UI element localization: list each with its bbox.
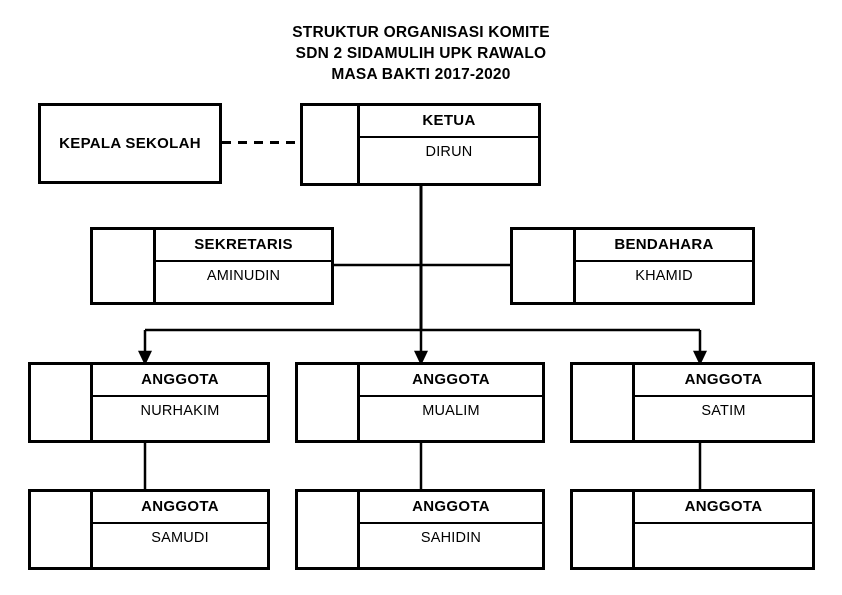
node-anggota-1-text-panel: ANGGOTA NURHAKIM: [93, 365, 267, 440]
title-line-2: SDN 2 SIDAMULIH UPK RAWALO: [295, 45, 547, 62]
title-line-1: STRUKTUR ORGANISASI KOMITE: [292, 24, 550, 41]
node-ketua[interactable]: KETUA DIRUN: [300, 103, 541, 186]
page-title: STRUKTUR ORGANISASI KOMITE SDN 2 SIDAMUL…: [0, 22, 842, 85]
node-sekretaris-name: AMINUDIN: [206, 268, 281, 284]
node-anggota-1-role: ANGGOTA: [93, 365, 267, 397]
node-ketua-role: KETUA: [360, 106, 538, 138]
node-anggota-6-text-panel: ANGGOTA: [635, 492, 812, 567]
node-anggota-4-name: SAMUDI: [151, 530, 209, 546]
node-anggota-5-text-panel: ANGGOTA SAHIDIN: [360, 492, 542, 567]
title-line-3: MASA BAKTI 2017-2020: [331, 66, 511, 83]
node-bendahara-photo-panel: [513, 230, 576, 302]
node-anggota-3-name: SATIM: [701, 403, 746, 419]
node-anggota-2-text-panel: ANGGOTA MUALIM: [360, 365, 542, 440]
node-anggota-3-photo-panel: [573, 365, 635, 440]
node-anggota-2-photo-panel: [298, 365, 360, 440]
node-anggota-1-name: NURHAKIM: [140, 403, 220, 419]
node-ketua-text-panel: KETUA DIRUN: [360, 106, 538, 183]
node-anggota-4-photo-panel: [31, 492, 93, 567]
node-anggota-2-role: ANGGOTA: [360, 365, 542, 397]
node-ketua-photo-panel: [303, 106, 360, 183]
node-anggota-6-role: ANGGOTA: [635, 492, 812, 524]
node-anggota-6[interactable]: ANGGOTA: [570, 489, 815, 570]
node-anggota-2-name: MUALIM: [422, 403, 480, 419]
node-anggota-3-text-panel: ANGGOTA SATIM: [635, 365, 812, 440]
node-ketua-name: DIRUN: [425, 144, 473, 160]
node-anggota-5-name: SAHIDIN: [420, 530, 482, 546]
node-sekretaris-text-panel: SEKRETARIS AMINUDIN: [156, 230, 331, 302]
node-anggota-5-role: ANGGOTA: [360, 492, 542, 524]
node-kepala-sekolah[interactable]: KEPALA SEKOLAH: [38, 103, 222, 184]
node-anggota-4-role: ANGGOTA: [93, 492, 267, 524]
node-anggota-2[interactable]: ANGGOTA MUALIM: [295, 362, 545, 443]
node-bendahara-role: BENDAHARA: [576, 230, 752, 262]
node-anggota-6-photo-panel: [573, 492, 635, 567]
node-anggota-3-role: ANGGOTA: [635, 365, 812, 397]
node-anggota-5-photo-panel: [298, 492, 360, 567]
node-bendahara[interactable]: BENDAHARA KHAMID: [510, 227, 755, 305]
node-anggota-4-text-panel: ANGGOTA SAMUDI: [93, 492, 267, 567]
node-anggota-5[interactable]: ANGGOTA SAHIDIN: [295, 489, 545, 570]
node-bendahara-text-panel: BENDAHARA KHAMID: [576, 230, 752, 302]
node-anggota-1-photo-panel: [31, 365, 93, 440]
node-sekretaris-photo-panel: [93, 230, 156, 302]
node-anggota-4[interactable]: ANGGOTA SAMUDI: [28, 489, 270, 570]
node-bendahara-name: KHAMID: [635, 268, 693, 284]
node-anggota-3[interactable]: ANGGOTA SATIM: [570, 362, 815, 443]
node-sekretaris[interactable]: SEKRETARIS AMINUDIN: [90, 227, 334, 305]
node-anggota-6-name: [635, 524, 812, 567]
node-anggota-1[interactable]: ANGGOTA NURHAKIM: [28, 362, 270, 443]
node-kepala-sekolah-label: KEPALA SEKOLAH: [59, 135, 201, 152]
node-sekretaris-role: SEKRETARIS: [156, 230, 331, 262]
